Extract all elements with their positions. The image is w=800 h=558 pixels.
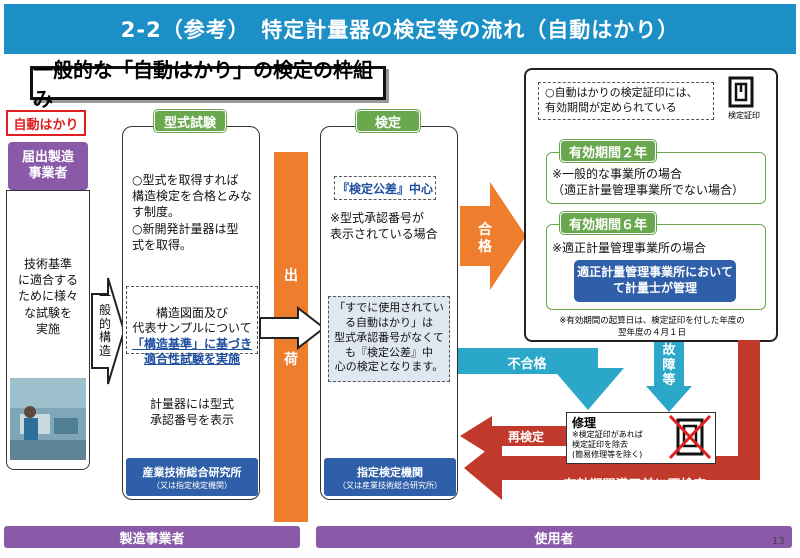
type-test-panel [122, 126, 260, 500]
inspection-seal-icon [728, 76, 754, 108]
type-test-sample-line: 構造図面及び 代表サンプルについて [132, 305, 252, 336]
repair-note: ※検定証印があれば 検定証印を除去 (簡易修理等を除く) [572, 430, 643, 459]
fail-arrow [458, 348, 624, 410]
type-test-dashed-box [126, 286, 258, 354]
general-structure-label: 一般 的 構造 [98, 289, 111, 359]
breakdown-label: 故 障 等 [662, 343, 676, 388]
period6-tag: 有効期間６年 [560, 212, 656, 234]
seal-label: 検定証印 [728, 111, 760, 120]
used-scale-note: 「すでに使用されている自動はかり」は 型式承認番号がなくても『検定公差』中 心の… [328, 296, 450, 382]
footer-manufacturer: 製造事業者 [4, 526, 300, 548]
fail-label: 不合格 [507, 357, 547, 372]
category-label: 自動はかり [6, 110, 86, 136]
footer-user: 使用者 [316, 526, 792, 548]
page-title: 2-2（参考） 特定計量器の検定等の流れ（自動はかり） [120, 18, 680, 42]
pass-arrow [460, 182, 526, 290]
period6-managed-box: 適正計量管理事業所において て計量士が管理 [574, 260, 736, 302]
aist-org-box: 産業技術総合研究所 （又は指定検定機関） [126, 458, 258, 496]
page-header: 2-2（参考） 特定計量器の検定等の流れ（自動はかり） [4, 4, 796, 54]
tolerance-note: ※型式承認番号が 表示されている場合 [330, 211, 438, 242]
type-test-sample-text: 構造図面及び 代表サンプルについて 「構造基準」に基づき 適合性試験を実施 [128, 290, 256, 368]
structure-standard-highlight: 「構造基準」に基づき 適合性試験を実施 [131, 336, 252, 367]
maker-label: 届出製造 事業者 [8, 142, 88, 190]
maker-description: 技術基準 に適合する ために様々 な試験を 実施 [17, 257, 78, 336]
period-footnote: ※有効期間の起算日は、検定証印を付した年度の 翌年度の４月１日 [559, 316, 745, 338]
aist-org-sub: （又は指定検定機関） [152, 480, 232, 490]
reinspect-arrow [460, 416, 566, 456]
factory-photo [10, 378, 86, 460]
approval-number-text: 計量器には型式 承認番号を表示 [149, 397, 234, 428]
designated-org-name: 指定検定機関 [357, 465, 423, 479]
designated-org-box: 指定検定機関 （又は産業技術総合研究所） [324, 458, 456, 496]
section-subtitle: 一般的な「自動はかり」の検定の枠組み [30, 58, 386, 111]
type-test-tag: 型式試験 [154, 110, 226, 132]
period2-box [546, 152, 766, 204]
designated-org-sub: （又は産業技術総合研究所） [338, 480, 442, 490]
aist-org-name: 産業技術総合研究所 [142, 465, 242, 479]
period6-text: ※適正計量管理事業所の場合 [552, 241, 707, 255]
certificate-note: ○自動はかりの検定証印には、 有効期間が定められている [538, 82, 714, 120]
breakdown-arrow [646, 342, 692, 412]
page-number: 13 [772, 536, 785, 547]
type-test-text: ○型式を取得すれば 構造検定を合格とみな す制度。 ○新開発計量器は型 式を取得… [132, 173, 253, 252]
reinspect-label: 再検定 [507, 430, 544, 444]
to-inspection-arrow [259, 306, 326, 350]
shipping-label: 出 荷 [284, 268, 298, 368]
general-structure-arrow [91, 277, 126, 385]
inspection-tag: 検定 [356, 110, 420, 132]
removed-seal-icon [668, 414, 712, 460]
repair-title: 修理 [572, 416, 597, 430]
period2-tag: 有効期間２年 [560, 140, 656, 162]
pass-label: 合 格 [478, 222, 492, 255]
period6-box [546, 224, 766, 310]
period2-text: ※一般的な事業所の場合 （適正計量管理事業所でない場合） [552, 167, 745, 198]
tolerance-box: 『検定公差』中心 [334, 176, 436, 200]
expiry-label: 有効期間満了前に再検定 [563, 478, 707, 493]
